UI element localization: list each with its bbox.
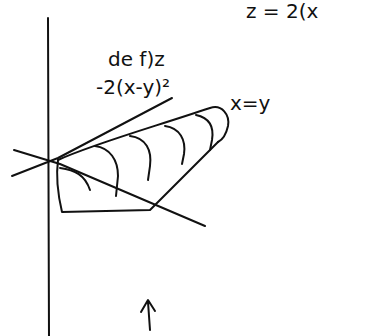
axis-line [12, 98, 172, 176]
surface-top-edge [58, 107, 228, 160]
up-arrow [141, 300, 155, 330]
surface-arc [196, 115, 212, 150]
surface-arc [60, 168, 90, 190]
surface-arc [165, 126, 184, 164]
formula-text: -2(x-y)² [96, 76, 170, 98]
surface-bottom-edge [57, 142, 218, 212]
line-label: x=y [230, 92, 270, 114]
z-axis [48, 18, 49, 336]
surface-arc [95, 146, 118, 196]
surface-arc [130, 136, 150, 180]
equation-text: z = 2(x [246, 0, 318, 22]
axis-line [14, 150, 205, 226]
note-text: de f)z [108, 48, 165, 70]
